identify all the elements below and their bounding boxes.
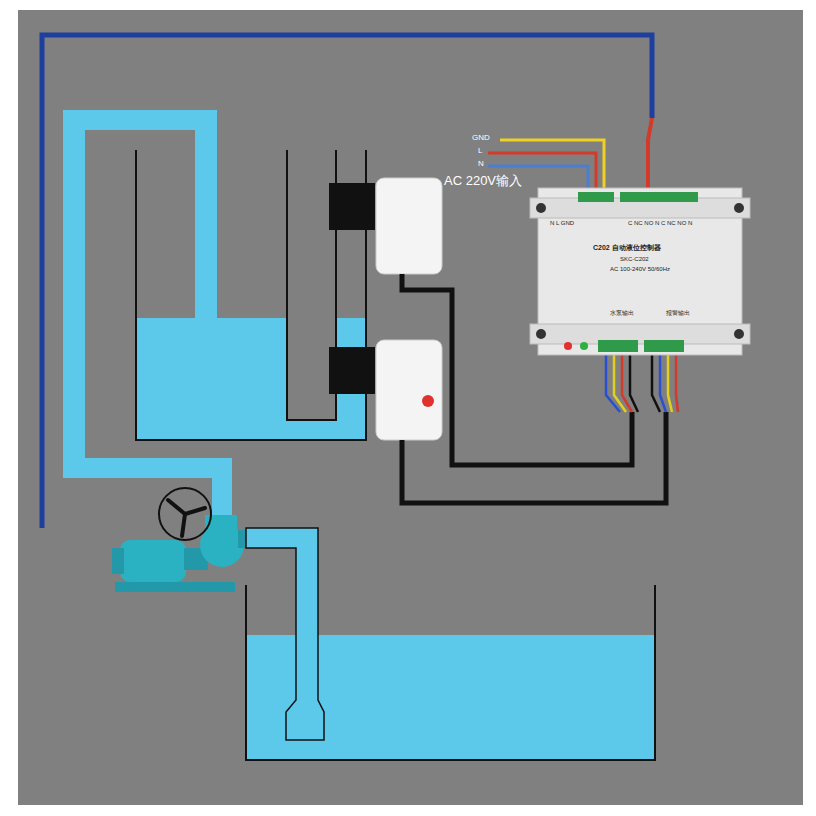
controller-box: N L GND C NC NO N C NC NO N C202 自动液位控制器 SK…: [548, 218, 732, 322]
delivery-pipe: [63, 110, 232, 520]
controller-text: C202 自动液位控制器: [593, 244, 661, 252]
wire-label: GND: [472, 133, 490, 142]
controller-text: N L GND: [550, 220, 574, 227]
tank-connection-water: [286, 420, 366, 440]
pump-wire-red: [648, 118, 652, 198]
terminal-block: [578, 192, 614, 202]
upper-water: [136, 318, 286, 440]
wire-label: N: [478, 159, 484, 168]
controller-text: SKC-C202: [620, 256, 649, 263]
float-holder: [329, 347, 375, 394]
controller-text: AC 100-240V 50/60Hz: [610, 266, 670, 273]
controller-text: 报警输出: [666, 310, 690, 317]
controller-text: C NC NO N C NC NO N: [628, 220, 692, 227]
suction-pipe: [246, 528, 324, 740]
float-holder: [329, 183, 375, 230]
terminal-block: [644, 340, 684, 352]
wire-label: AC 220V输入: [444, 172, 522, 190]
lower-tank-walls: [246, 585, 655, 760]
pump: [112, 488, 252, 592]
background: [18, 10, 803, 805]
wire-label: L: [478, 146, 482, 155]
float-cable: [402, 412, 666, 503]
controller-text: 水泵输出: [610, 310, 634, 317]
indicator-dot: [422, 395, 434, 407]
controller-flange: [530, 324, 750, 344]
terminal-block: [598, 340, 638, 352]
float-switch: [376, 178, 442, 274]
float-switch: [376, 340, 442, 440]
terminal-block: [620, 192, 698, 202]
controller-wires: [606, 350, 678, 412]
